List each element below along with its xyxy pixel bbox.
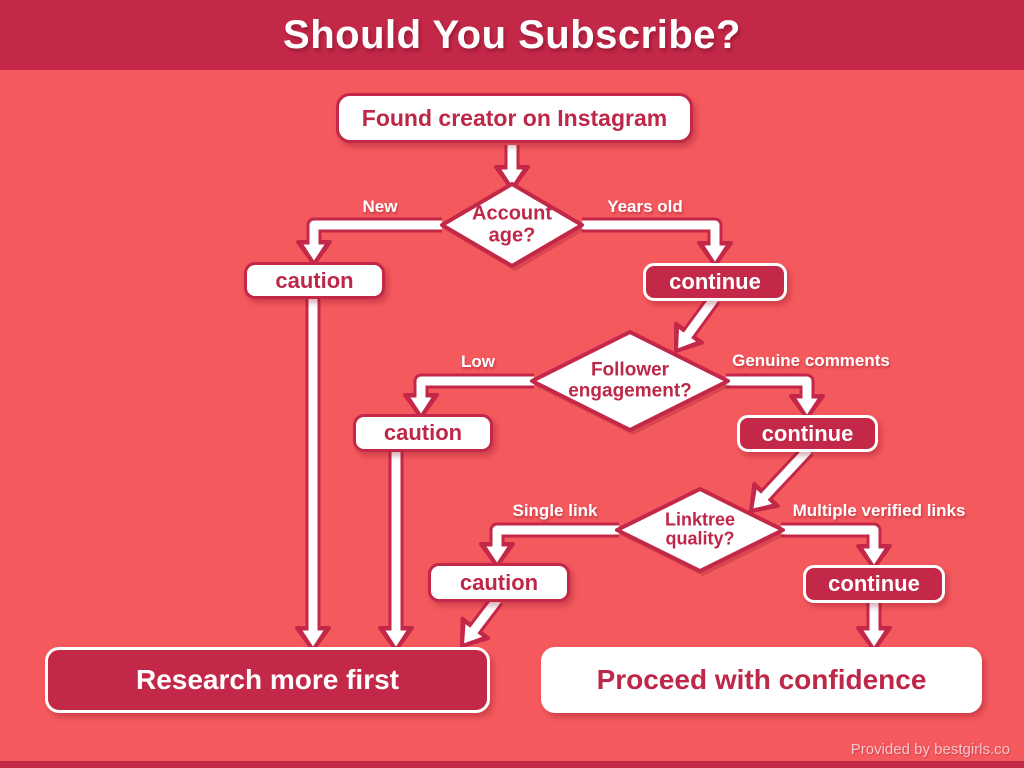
decision-line: engagement? (568, 380, 692, 401)
continue-box-linktree-quality: continue (803, 565, 945, 603)
branch-label-genuine-comments: Genuine comments (732, 351, 890, 370)
branch-label-low: Low (461, 352, 495, 371)
decision-line: Linktree (664, 509, 736, 530)
end-node-proceed-with-confidence: Proceed with confidence (541, 647, 982, 713)
decision-line: Account (472, 202, 552, 225)
caution-box-account-age: caution (244, 262, 385, 299)
caution-box-follower-engagement: caution (353, 414, 493, 452)
decision-line: Follower (590, 359, 670, 381)
page-title: Should You Subscribe? (283, 12, 741, 57)
header-bar: Should You Subscribe? (0, 0, 1024, 70)
branch-label-new: New (362, 197, 398, 216)
branch-label-single-link: Single link (512, 501, 598, 520)
continue-box-account-age: continue (643, 263, 787, 301)
end-node-research-more-first: Research more first (45, 647, 490, 713)
start-node: Found creator on Instagram (336, 93, 693, 143)
decision-line: age? (488, 224, 536, 246)
branch-label-years-old: Years old (607, 197, 683, 216)
continue-box-follower-engagement: continue (737, 415, 878, 452)
bottom-strip (0, 761, 1024, 768)
decision-account-age-label: Account age? (472, 203, 552, 246)
decision-line: quality? (665, 529, 735, 549)
decision-follower-engagement-label: Follower engagement? (568, 360, 692, 401)
credit-text: Provided by bestgirls.co (850, 741, 1010, 758)
branch-label-multiple-verified-links: Multiple verified links (792, 501, 966, 520)
decision-linktree-quality-label: Linktree quality? (664, 509, 736, 550)
caution-box-linktree-quality: caution (428, 563, 570, 602)
